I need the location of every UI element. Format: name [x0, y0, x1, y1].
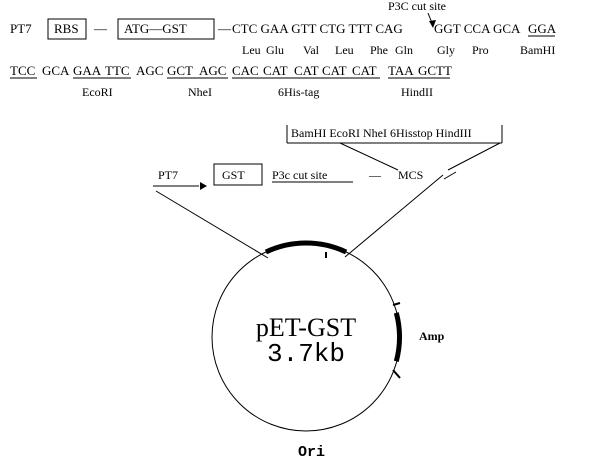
codon-cat-4: CAT: [352, 63, 377, 78]
dash-1: —: [93, 21, 108, 36]
codon-taa: TAA: [388, 63, 414, 78]
insert-region: [264, 240, 348, 255]
cassette-promoter: PT7: [158, 168, 178, 182]
amino-acid-row: Leu Glu Val Leu Phe Gln Gly Pro BamHI: [242, 43, 555, 57]
plasmid-map: pET-GST 3.7kb Amp Ori: [211, 240, 445, 461]
atg-gst-box: [117, 18, 215, 40]
rbs-box: [47, 18, 87, 40]
aa-gly: Gly: [437, 43, 455, 57]
aa-leu-1: Leu: [242, 43, 261, 57]
ecori-label: EcoRI: [82, 85, 113, 99]
codon-gct: GCT: [167, 63, 193, 78]
amp-notch-bottom: [392, 369, 401, 379]
cassette-gst-label: GST: [222, 168, 245, 182]
amp-notch-top: [392, 302, 401, 306]
aa-val: Val: [303, 43, 320, 57]
rbs-label: RBS: [54, 21, 79, 36]
ori-label: Ori: [298, 444, 325, 461]
dash-2: —: [217, 21, 232, 36]
codon-gaa: GAA: [73, 63, 102, 78]
his-tag-label: 6His-tag: [278, 85, 319, 99]
atg-gst-label: ATG—GST: [124, 21, 187, 36]
aa-gln: Gln: [395, 43, 413, 57]
amp-label: Amp: [419, 329, 445, 343]
codon-ttc: TTC: [105, 63, 130, 78]
amp-region: [393, 312, 402, 362]
codon-cac: CAC: [232, 63, 259, 78]
mcs-sequence-row: TCC GCA GAA TTC AGC GCT AGC CAC CAT CAT …: [10, 63, 452, 99]
cut-site-label: P3C cut site: [388, 0, 446, 13]
codon-cat-3: CAT: [322, 63, 347, 78]
aa-glu: Glu: [266, 43, 284, 57]
sequence-part-1: CTC GAA GTT CTG TTT CAG: [232, 21, 403, 36]
codon-agc-2: AGC: [199, 63, 226, 78]
codon-gctt: GCTT: [418, 63, 452, 78]
plasmid-connector-right: [344, 174, 444, 258]
promoter-arrowhead: [200, 182, 207, 190]
bamhi-site-seq: GGA: [528, 21, 557, 36]
mcs-bracket: BamHI EcoRI NheI 6Hisstop HindIII: [286, 125, 503, 144]
mcs-connector-right: [447, 142, 501, 171]
promoter-label: PT7: [10, 21, 32, 36]
cassette-row: PT7 GST P3c cut site — MCS: [153, 163, 457, 190]
codon-cat-1: CAT: [263, 63, 288, 78]
construct-row: PT7 RBS — ATG—GST — CTC GAA GTT CTG TTT …: [10, 18, 557, 40]
cassette-mcs: MCS: [398, 168, 423, 182]
cut-site-arrow: [427, 12, 436, 28]
aa-phe: Phe: [370, 43, 388, 57]
aa-pro: Pro: [472, 43, 489, 57]
cassette-cut-site: P3c cut site: [272, 168, 327, 182]
cassette-tail: [443, 171, 457, 180]
sequence-part-2: GGT CCA GCA: [434, 21, 521, 36]
codon-cat-2: CAT: [294, 63, 319, 78]
codon-gca: GCA: [42, 63, 70, 78]
plasmid-connector-left: [155, 190, 269, 259]
codon-agc-1: AGC: [136, 63, 163, 78]
cassette-dash: —: [368, 168, 382, 182]
mcs-sites-label: BamHI EcoRI NheI 6Hisstop HindIII: [291, 126, 472, 140]
bamhi-label: BamHI: [520, 43, 555, 57]
mcs-connector-left: [339, 142, 399, 171]
nhei-label: NheI: [188, 85, 212, 99]
hindii-label: HindII: [401, 85, 433, 99]
cassette-gst-box: [213, 163, 263, 186]
plasmid-name: pET-GST: [256, 313, 356, 342]
aa-leu-2: Leu: [335, 43, 354, 57]
plasmid-size: 3.7kb: [267, 339, 345, 369]
codon-tcc: TCC: [10, 63, 35, 78]
